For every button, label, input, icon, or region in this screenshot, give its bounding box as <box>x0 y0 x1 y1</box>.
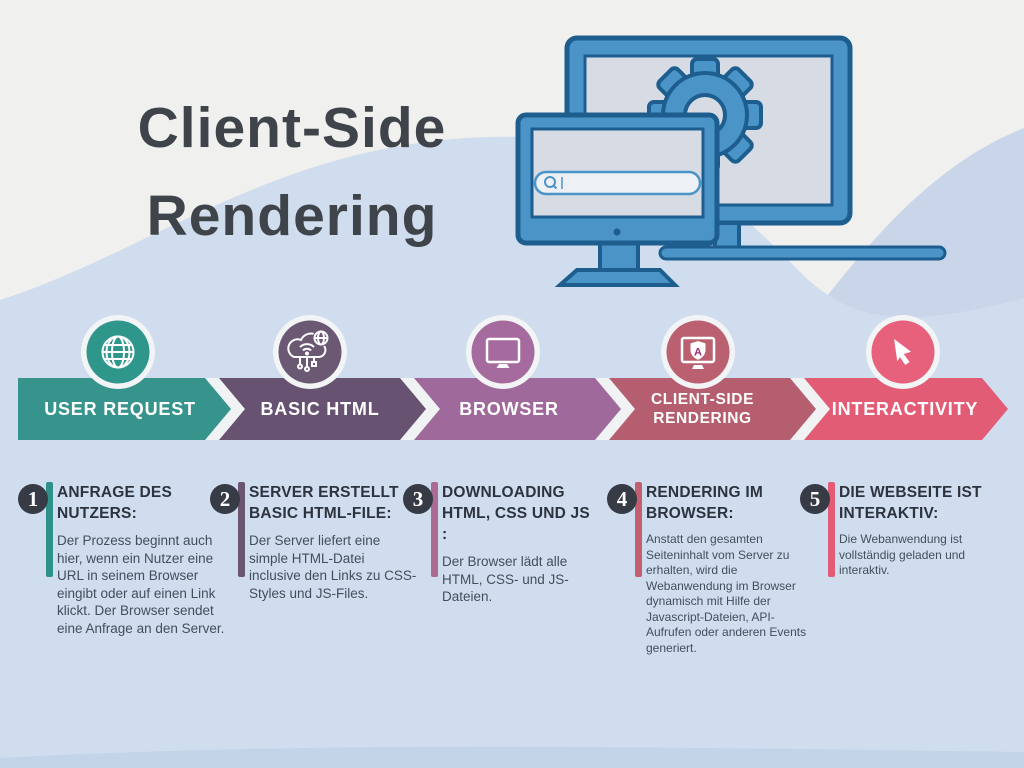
step-heading: RENDERING IM BROWSER: <box>646 484 763 522</box>
step-circle-1 <box>81 315 155 389</box>
arrow-client-side-rendering <box>609 378 816 440</box>
computers-illustration <box>515 35 947 287</box>
step-circle-2 <box>273 315 347 389</box>
step-detail-5: 5 DIE WEBSEITE IST INTERAKTIV: Die Weban… <box>800 482 1006 579</box>
search-bar <box>533 170 702 196</box>
step-heading: DIE WEBSEITE IST INTERAKTIV: <box>839 484 982 522</box>
step-accent-bar <box>238 482 245 577</box>
magnifier-icon <box>544 176 558 190</box>
step-description: Die Webanwendung ist vollständig geladen… <box>839 532 966 577</box>
arrow-label-browser: BROWSER <box>459 398 559 419</box>
step-accent-bar <box>46 482 53 577</box>
step-accent-bar <box>635 482 642 577</box>
step-number-badge: 1 <box>18 484 48 514</box>
arrow-label-client-side-rendering: CLIENT-SIDE RENDERING <box>650 391 755 427</box>
arrow-user-request <box>18 378 231 440</box>
page-title-line1: Client-Side <box>137 96 447 160</box>
step-accent-bar <box>828 482 835 577</box>
arrow-label-interactivity: INTERACTIVITY <box>831 398 979 419</box>
cursor-icon <box>894 338 912 365</box>
globe-icon <box>101 335 135 369</box>
rendering-monitor-icon: A <box>680 336 716 369</box>
arrow-basic-html <box>219 378 426 440</box>
process-flow: A <box>18 315 1008 440</box>
step-description: Der Server liefert eine simple HTML-Date… <box>249 533 417 601</box>
front-monitor-icon <box>515 112 720 287</box>
monitor-icon <box>485 337 521 368</box>
step-accent-bar <box>431 482 438 577</box>
step-number-badge: 4 <box>607 484 637 514</box>
arrow-interactivity <box>804 378 1008 440</box>
arrow-label-basic-html: BASIC HTML <box>260 398 380 419</box>
step-description: Anstatt den gesamten Seiteninhalt vom Se… <box>646 532 807 655</box>
page-title-line2: Rendering <box>146 184 438 248</box>
back-monitor-base <box>658 245 947 261</box>
step-detail-2: 2 SERVER ERSTELLT BASIC HTML-FILE: Der S… <box>210 482 416 602</box>
step-number-badge: 2 <box>210 484 240 514</box>
step-circle-3 <box>466 315 540 389</box>
step-number-badge: 3 <box>403 484 433 514</box>
step-circle-4: A <box>661 315 735 389</box>
step-heading: DOWNLOADING HTML, CSS UND JS : <box>442 484 590 543</box>
step-circle-5 <box>866 315 940 389</box>
step-number-badge: 5 <box>800 484 830 514</box>
step-detail-3: 3 DOWNLOADING HTML, CSS UND JS : Der Bro… <box>403 482 599 606</box>
step-heading: SERVER ERSTELLT BASIC HTML-FILE: <box>249 484 399 522</box>
svg-text:A: A <box>694 347 702 359</box>
step-description: Der Prozess beginnt auch hier, wenn ein … <box>57 533 225 636</box>
page-title: Client-Side Rendering <box>52 84 532 260</box>
step-description: Der Browser lädt alle HTML, CSS- und JS-… <box>442 554 569 604</box>
step-detail-4: 4 RENDERING IM BROWSER: Anstatt den gesa… <box>607 482 813 656</box>
cloud-network-icon <box>287 329 330 372</box>
step-detail-1: 1 ANFRAGE DES NUTZERS: Der Prozess begin… <box>18 482 224 637</box>
arrow-browser <box>414 378 621 440</box>
step-heading: ANFRAGE DES NUTZERS: <box>57 484 173 522</box>
arrow-label-user-request: USER REQUEST <box>44 398 196 419</box>
